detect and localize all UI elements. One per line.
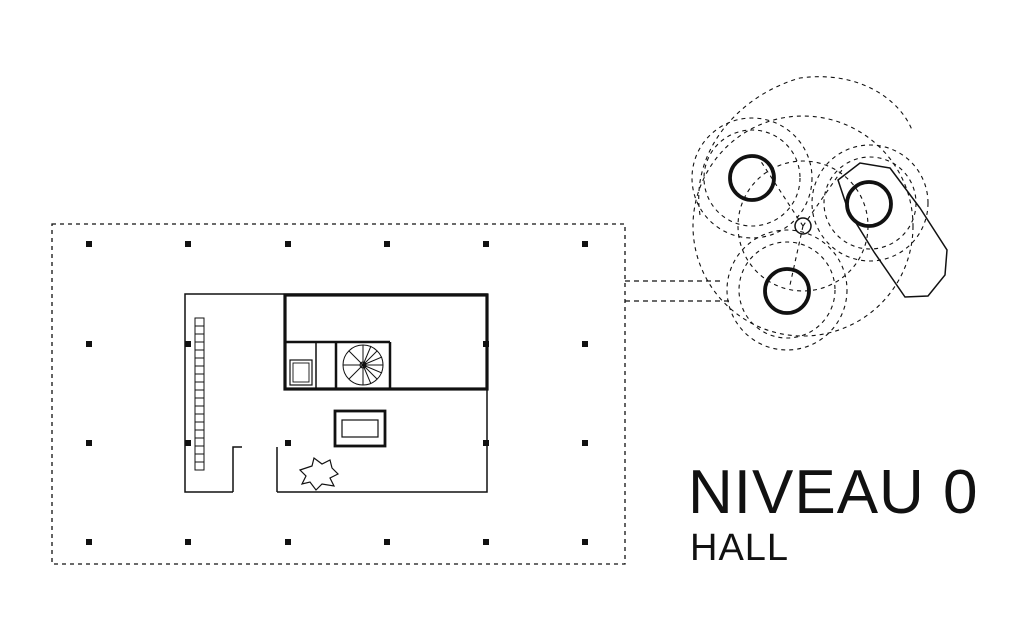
lift-box bbox=[289, 359, 313, 386]
column-circle-3 bbox=[763, 267, 811, 315]
pavilion-wall bbox=[837, 162, 948, 298]
central-object bbox=[333, 409, 387, 448]
pavilion-columns bbox=[728, 154, 893, 315]
level-title: NIVEAU 0 bbox=[688, 458, 979, 527]
level-subtitle: HALL bbox=[690, 527, 790, 569]
connection-path-dashed bbox=[625, 280, 730, 302]
column-circle-2 bbox=[845, 180, 893, 228]
column-row-3 bbox=[86, 440, 588, 446]
central-small-column bbox=[794, 217, 812, 235]
pavilion-dashed-rings bbox=[691, 76, 929, 351]
column-row-4 bbox=[86, 539, 588, 545]
sculpture-shape bbox=[298, 456, 340, 491]
building-outline-dashed bbox=[51, 223, 626, 565]
column-grid bbox=[86, 241, 588, 545]
spiral-staircase bbox=[342, 344, 384, 386]
column-circle-1 bbox=[728, 154, 776, 202]
hall-walls bbox=[184, 293, 488, 493]
ladder bbox=[194, 317, 205, 471]
column-row-1 bbox=[86, 241, 588, 247]
